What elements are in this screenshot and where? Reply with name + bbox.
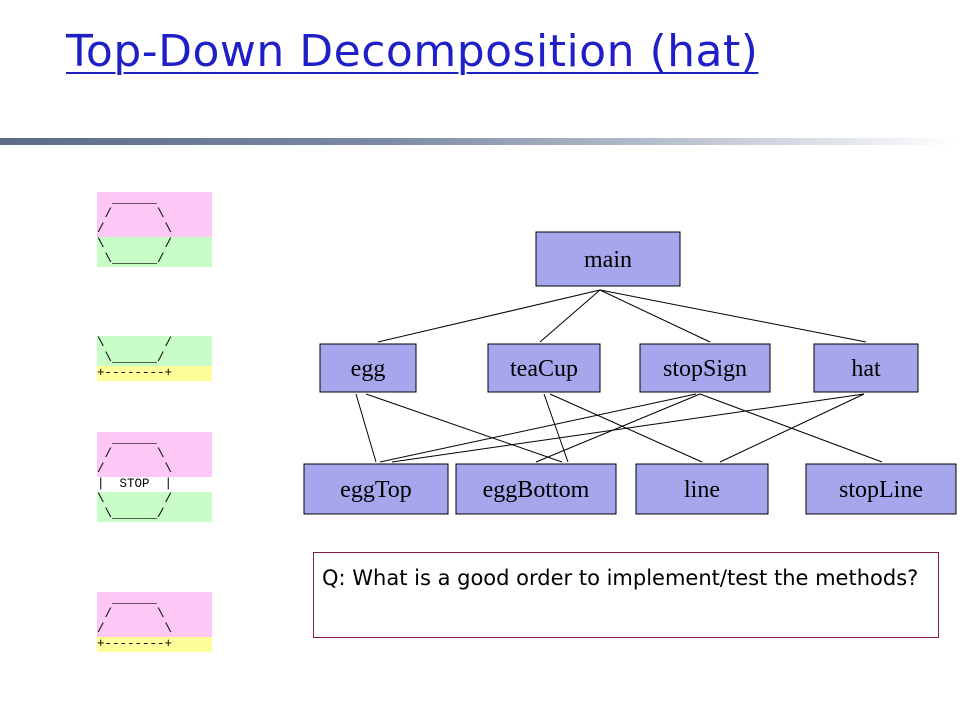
node-label: stopSign (663, 356, 747, 382)
edge-main-stopSign (599, 289, 711, 343)
node-box (319, 343, 417, 393)
ascii-line: / \ (97, 462, 212, 477)
node-stopSign: stopSign (639, 343, 771, 393)
ascii-line: / \ (97, 207, 212, 222)
edge-main-hat (599, 289, 867, 343)
edge-egg-eggTop (355, 393, 377, 463)
ascii-teacup-figure: \ / \______/+--------+ (97, 336, 212, 381)
node-box (635, 463, 769, 515)
ascii-stopsign-figure: ______ / \/ \| STOP |\ / \______/ (97, 432, 212, 522)
ascii-line: \ / (97, 237, 212, 252)
edge-egg-eggBottom (365, 393, 563, 463)
ascii-line: / \ (97, 222, 212, 237)
ascii-line: / \ (97, 447, 212, 462)
ascii-line: / \ (97, 622, 212, 637)
node-box (535, 231, 681, 287)
edge-hat-line (719, 393, 865, 463)
node-teaCup: teaCup (487, 343, 601, 393)
ascii-line: \______/ (97, 351, 212, 366)
ascii-line: ______ (97, 432, 212, 447)
tree-edges (355, 289, 883, 463)
edge-main-egg (377, 289, 601, 343)
node-label: main (584, 247, 632, 273)
node-line: line (635, 463, 769, 515)
ascii-line: | STOP | (97, 477, 212, 492)
ascii-line: \______/ (97, 507, 212, 522)
ascii-line: ______ (97, 592, 212, 607)
node-hat: hat (813, 343, 919, 393)
node-eggBottom: eggBottom (455, 463, 617, 515)
slide-title: Top-Down Decomposition (hat) (66, 26, 759, 77)
node-box (455, 463, 617, 515)
node-label: eggTop (340, 477, 412, 503)
edge-hat-eggTop (391, 393, 865, 463)
node-label: egg (351, 356, 386, 382)
node-box (303, 463, 449, 515)
tree-nodes: main egg teaCup stopSign hat eggTop eggBottom l… (303, 231, 957, 515)
ascii-line: \ / (97, 492, 212, 507)
node-box (487, 343, 601, 393)
node-box (639, 343, 771, 393)
ascii-egg-figure: ______ / \/ \\ / \______/ (97, 192, 212, 267)
ascii-line: \ / (97, 336, 212, 351)
node-label: eggBottom (483, 477, 590, 503)
node-label: teaCup (510, 356, 578, 382)
ascii-line: \______/ (97, 252, 212, 267)
ascii-line: ______ (97, 192, 212, 207)
ascii-line: / \ (97, 607, 212, 622)
node-egg: egg (319, 343, 417, 393)
node-stopLine: stopLine (805, 463, 957, 515)
node-main: main (535, 231, 681, 287)
edge-stopSign-eggBottom (535, 393, 701, 463)
question-box: Q: What is a good order to implement/tes… (313, 552, 939, 638)
edge-main-teaCup (539, 289, 601, 343)
node-label: line (684, 477, 720, 503)
node-box (813, 343, 919, 393)
node-label: stopLine (839, 477, 923, 503)
node-eggTop: eggTop (303, 463, 449, 515)
edge-stopSign-eggTop (379, 393, 697, 463)
ascii-line: +--------+ (97, 366, 212, 381)
edge-teaCup-eggBottom (543, 393, 569, 463)
title-divider (0, 138, 960, 145)
ascii-hat-figure: ______ / \/ \+--------+ (97, 592, 212, 652)
node-box (805, 463, 957, 515)
ascii-line: +--------+ (97, 637, 212, 652)
node-label: hat (851, 356, 881, 382)
